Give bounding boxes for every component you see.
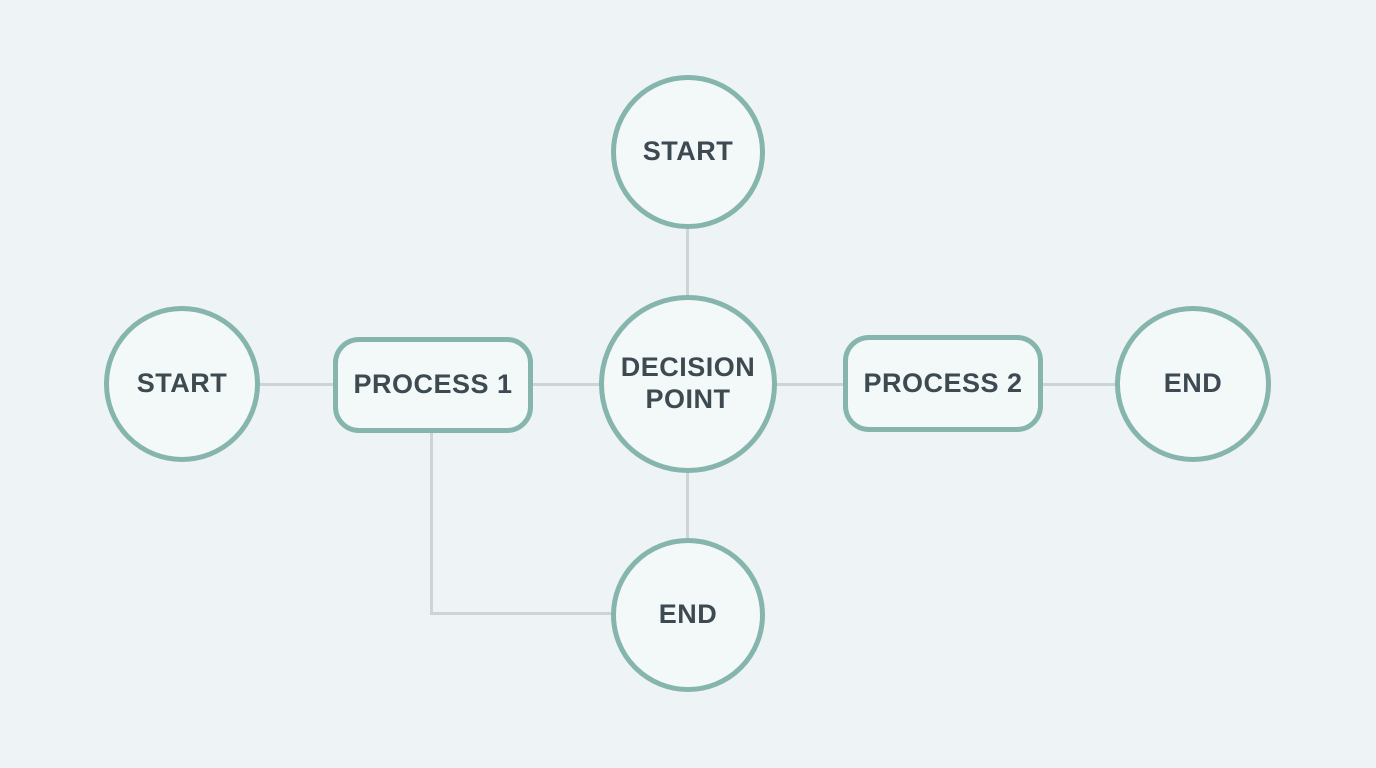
connector-process-1-to-end-bottom-vertical-segment <box>430 431 433 615</box>
node-decision-point: DECISION POINT <box>599 295 777 473</box>
connector-decision-to-end-bottom <box>686 471 689 540</box>
node-end-right-label: END <box>1163 368 1223 399</box>
connector-process-1-to-decision <box>531 383 601 386</box>
node-start-top-label: START <box>642 136 734 167</box>
node-end-bottom: END <box>611 538 765 692</box>
connector-decision-to-process-2 <box>775 383 845 386</box>
connector-process-2-to-end-right <box>1041 383 1117 386</box>
connector-start-top-to-decision <box>686 228 689 298</box>
node-process-2-label: PROCESS 2 <box>863 367 1023 398</box>
node-process-1: PROCESS 1 <box>333 337 533 433</box>
node-process-1-label: PROCESS 1 <box>353 369 513 400</box>
connector-process-1-to-end-bottom-horizontal-segment <box>430 612 613 615</box>
connector-start-left-to-process-1 <box>258 383 335 386</box>
node-start-left: START <box>104 306 260 462</box>
node-start-top: START <box>611 75 765 229</box>
node-end-right: END <box>1115 306 1271 462</box>
node-process-2: PROCESS 2 <box>843 335 1043 432</box>
node-end-bottom-label: END <box>658 599 718 630</box>
node-start-left-label: START <box>136 368 228 399</box>
node-decision-point-label: DECISION POINT <box>620 352 756 414</box>
